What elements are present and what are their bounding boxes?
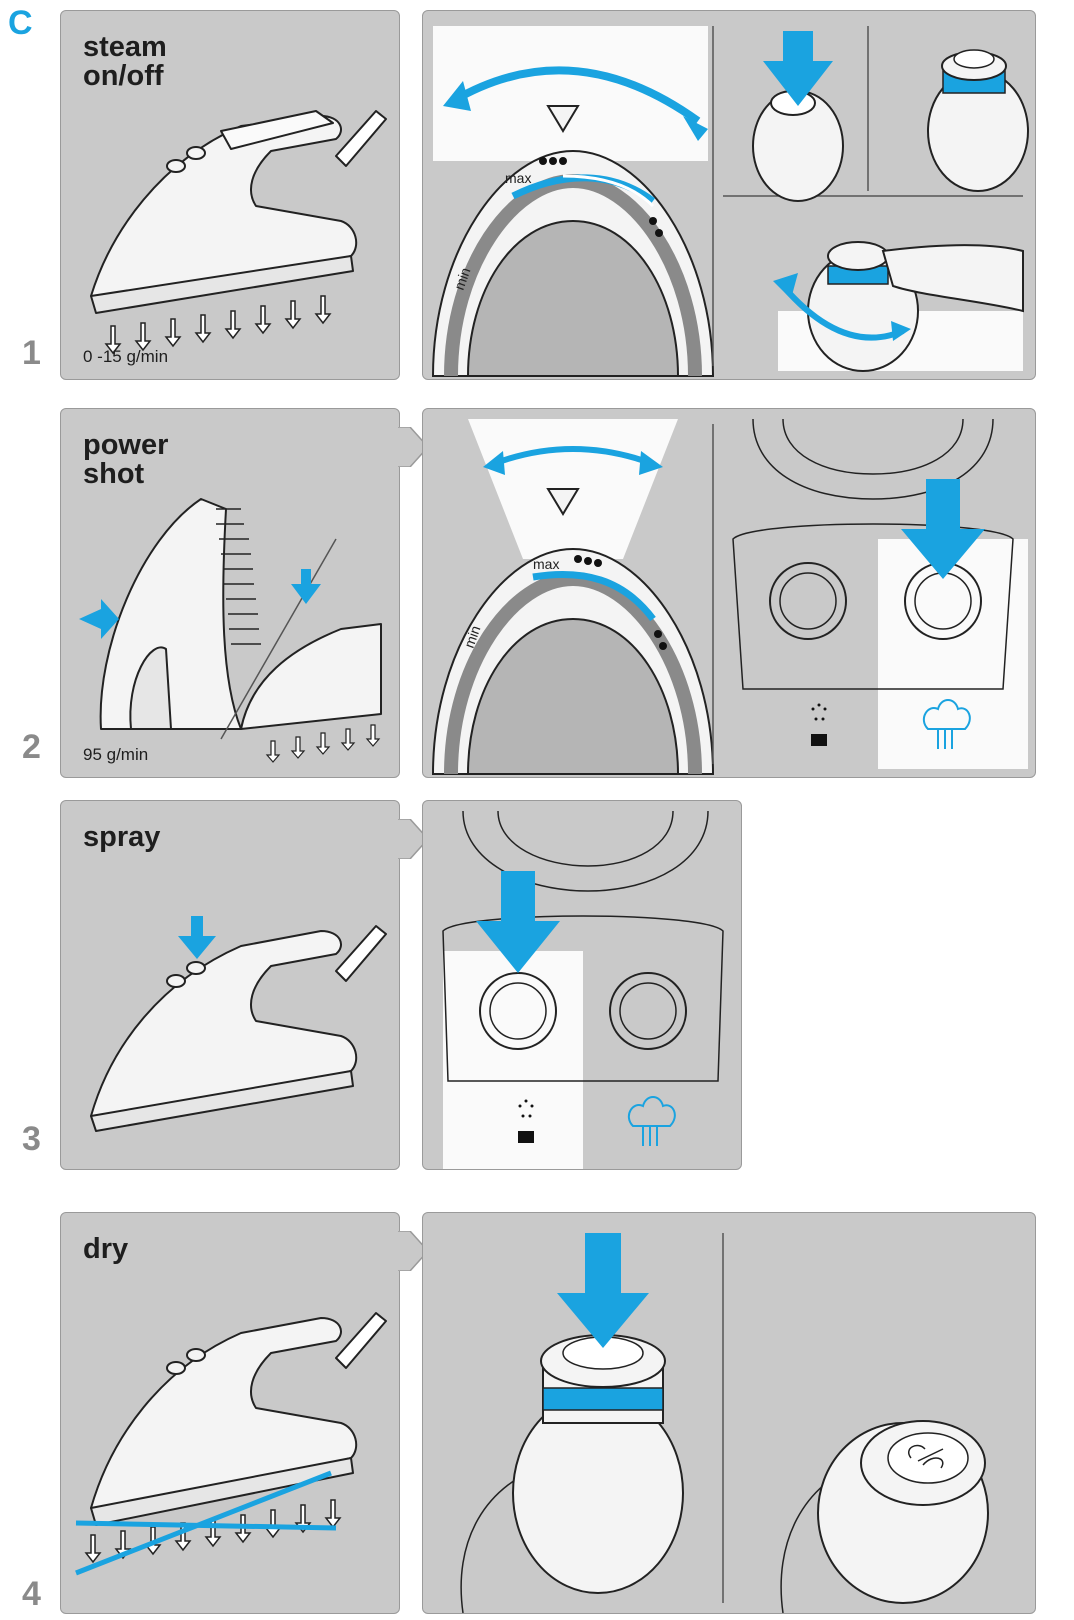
- spray-icon: [811, 703, 827, 746]
- iron-icon: [75, 1312, 387, 1576]
- step-3-illustration-panel: [422, 800, 742, 1170]
- steam-dial-icon: [431, 26, 715, 377]
- arrow-down-icon: [901, 479, 985, 579]
- iron-icon: [90, 110, 387, 355]
- steam-button-icon: [460, 1233, 684, 1613]
- arrow-down-icon: [476, 871, 560, 973]
- step-4-label-panel: dry: [60, 1212, 430, 1614]
- step-2-title: power shot: [83, 429, 169, 490]
- step-2-illustration-panel: max min: [422, 408, 1036, 778]
- dial-min-label: min: [451, 265, 474, 292]
- arrow-down-icon: [178, 916, 216, 959]
- turn-arrow-icon: [450, 66, 701, 125]
- step-number-2: 2: [22, 728, 41, 766]
- step-2-label-panel: power shot 95 g/min: [60, 408, 430, 778]
- cross-out-icon: [75, 1520, 337, 1531]
- dial-min-label: min: [461, 623, 484, 650]
- section-letter: C: [8, 4, 33, 42]
- dial-max-label: max: [505, 170, 531, 186]
- step-4-illustration-panel: [422, 1212, 1036, 1614]
- step-3-label-panel: spray: [60, 800, 430, 1170]
- spray-button-icon: [769, 562, 847, 640]
- step-1-label-panel: steam on/off 0 -15 g/min: [60, 10, 400, 380]
- iron-icon: [90, 916, 387, 1132]
- iron-icon: [79, 498, 382, 763]
- step-number-1: 1: [22, 334, 41, 372]
- steam-button-icon: [609, 972, 687, 1050]
- spray-icon: [518, 1099, 534, 1143]
- step-1-title: steam on/off: [83, 31, 167, 92]
- turn-arrow-icon: [491, 446, 655, 467]
- steam-cloud-icon: [922, 699, 971, 749]
- step-2-rate: 95 g/min: [83, 745, 149, 764]
- steam-cloud-icon: [627, 1096, 676, 1146]
- step-3-title: spray: [83, 821, 161, 853]
- steam-dial-icon: [431, 419, 715, 775]
- steam-button-icon: [752, 31, 844, 202]
- dial-max-label: max: [533, 556, 559, 572]
- step-number-3: 3: [22, 1120, 41, 1158]
- step-1-illustration-panel: max min: [422, 10, 1036, 380]
- arrow-down-icon: [557, 1233, 649, 1348]
- arrow-down-icon: [763, 31, 833, 106]
- step-1-rate: 0 -15 g/min: [83, 347, 169, 366]
- step-4-title: dry: [83, 1233, 129, 1265]
- step-number-4: 4: [22, 1575, 41, 1613]
